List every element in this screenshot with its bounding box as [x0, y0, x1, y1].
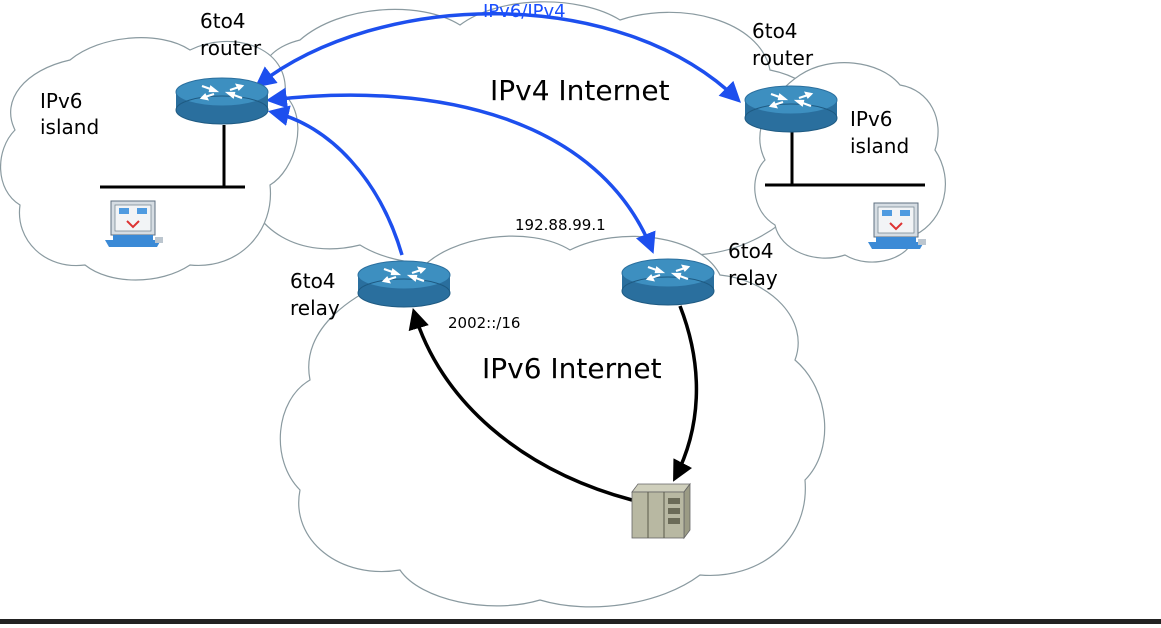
bottom-edge-strip: [0, 619, 1161, 624]
native-arrow-relay-to-server: [673, 305, 699, 482]
right-router-label-line1: 6to4: [752, 19, 798, 43]
left-relay-label-line1: 6to4: [290, 269, 336, 293]
relay-ipv4-address-label: 192.88.99.1: [515, 216, 606, 234]
left-6to4-router-icon: [174, 76, 270, 126]
right-router-label-line2: router: [752, 46, 814, 70]
relay-ipv6-prefix-label: 2002::/16: [448, 314, 520, 332]
left-lan: [100, 125, 245, 189]
tunnel-arrow-relay-to-router: [267, 105, 404, 256]
left-workstation-icon: [104, 200, 164, 248]
right-6to4-router-icon: [743, 84, 839, 134]
ipv4-internet-label: IPv4 Internet: [490, 74, 670, 107]
left-6to4-relay-icon: [356, 259, 452, 309]
right-6to4-relay-icon: [620, 257, 716, 307]
left-router-label-line2: router: [200, 36, 262, 60]
ipv6-internet-label: IPv6 Internet: [482, 352, 662, 385]
right-workstation-icon: [867, 202, 927, 250]
right-island-label-line2: island: [850, 134, 909, 158]
native-arrow-server-to-relay: [408, 307, 633, 502]
left-router-label-line1: 6to4: [200, 9, 246, 33]
right-relay-label-line2: relay: [728, 266, 778, 290]
server-icon: [631, 483, 691, 539]
tunnel-link-label: IPv6/IPv4: [483, 1, 566, 22]
tunnel-arrow-router-to-relay: [265, 87, 656, 254]
left-island-label-line2: island: [40, 115, 99, 139]
right-lan: [765, 130, 925, 187]
left-island-label-line1: IPv6: [40, 89, 83, 113]
tunnel-arrow-router-to-router: [254, 12, 742, 103]
right-relay-label-line1: 6to4: [728, 239, 774, 263]
right-island-label-line1: IPv6: [850, 107, 893, 131]
left-relay-label-line2: relay: [290, 296, 340, 320]
